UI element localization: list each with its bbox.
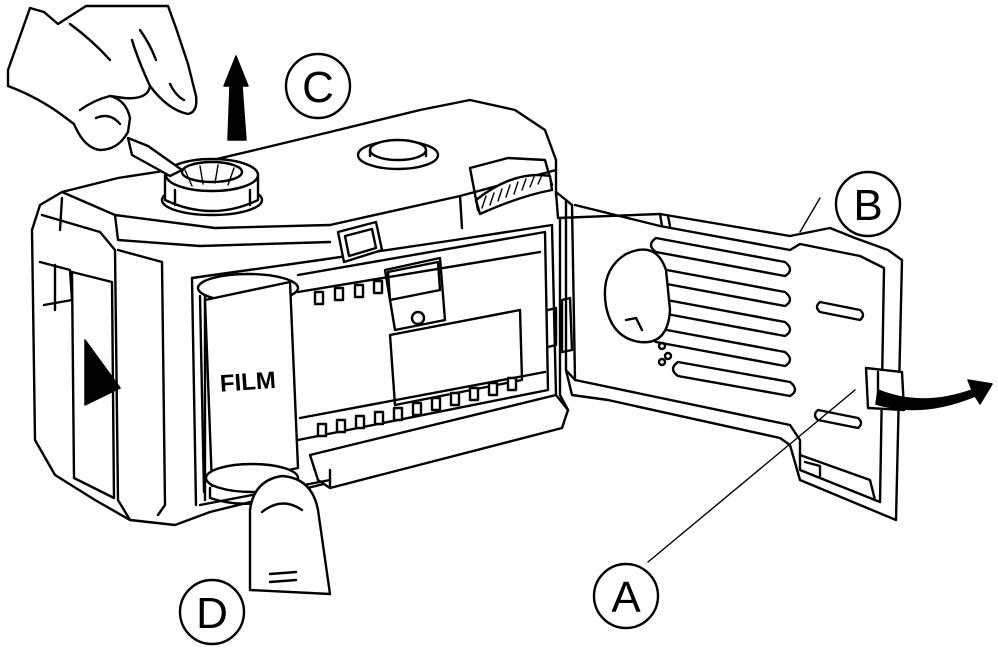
- film-sprocket-holes-top: [313, 279, 384, 306]
- curved-arrow-icon: [875, 379, 993, 411]
- film-cartridge: FILM: [196, 272, 300, 505]
- thumb-icon: [248, 474, 332, 596]
- callout-a-leader-line: [647, 389, 856, 563]
- film-chamber: [296, 230, 550, 442]
- film-sprocket-holes-bottom: [316, 376, 518, 438]
- callout-b-label: B: [853, 181, 882, 230]
- callout-c-label: C: [302, 63, 334, 112]
- finger-icon: [6, 4, 198, 152]
- film-advance-wheel-ridges: [481, 174, 543, 209]
- callout-a-label: A: [611, 573, 641, 622]
- cartridge-label: FILM: [219, 367, 277, 398]
- up-arrow-icon: [223, 55, 249, 141]
- rewind-knob: [126, 136, 264, 217]
- callout-a: A: [592, 562, 660, 630]
- shutter-button: [356, 138, 440, 171]
- camera-back-door: [546, 190, 906, 522]
- callout-b: B: [834, 170, 902, 238]
- callout-d-label: D: [196, 589, 228, 638]
- callout-d: D: [178, 578, 246, 646]
- camera-body: [30, 98, 570, 527]
- callout-c: C: [284, 52, 352, 120]
- callout-b-leader-line: [799, 197, 821, 233]
